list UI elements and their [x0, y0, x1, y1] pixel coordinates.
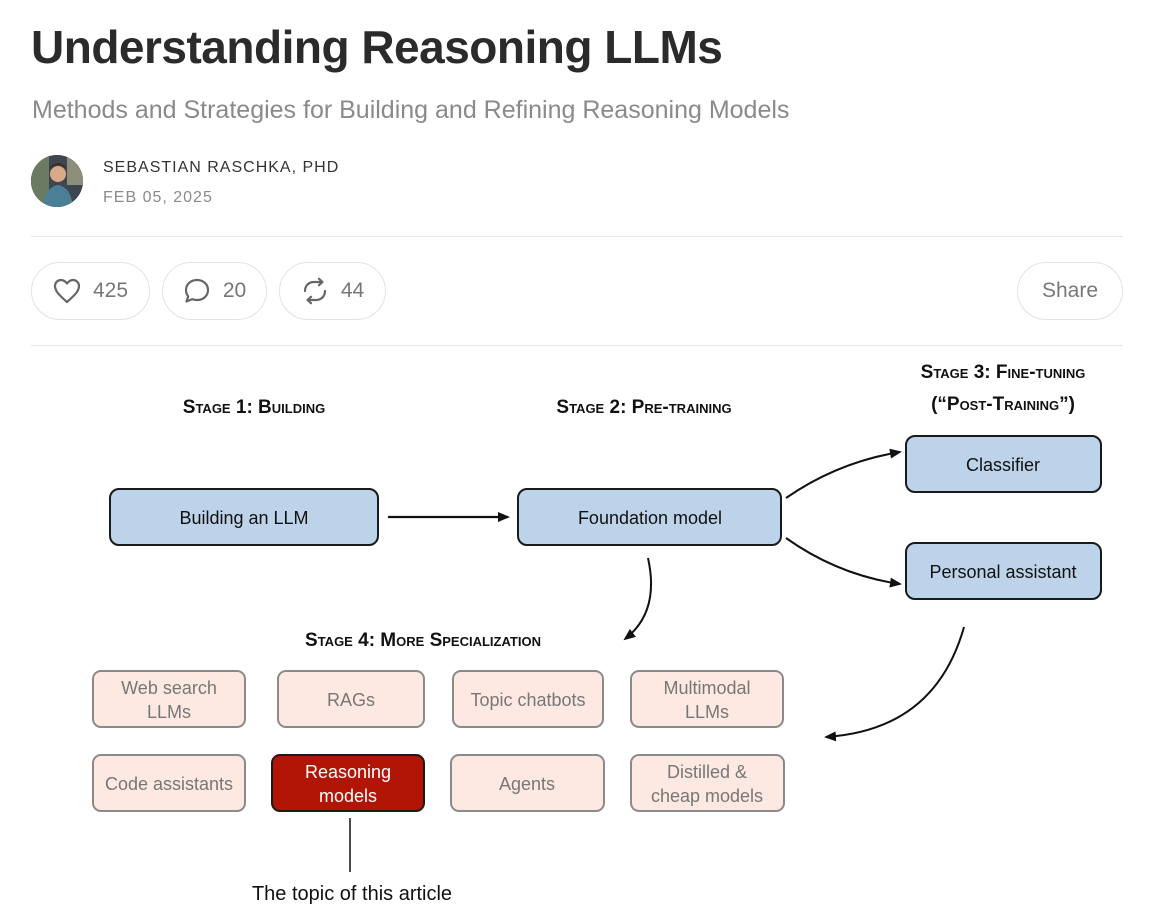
article-subtitle: Methods and Strategies for Building and …	[32, 96, 790, 124]
like-button[interactable]: 425	[31, 262, 150, 320]
comment-button[interactable]: 20	[162, 262, 267, 320]
node-distilled-models: Distilled & cheap models	[630, 754, 785, 812]
node-label: RAGs	[327, 690, 375, 710]
node-building-llm: Building an LLM	[109, 488, 379, 546]
node-agents: Agents	[450, 754, 605, 812]
share-label: Share	[1041, 279, 1099, 302]
node-classifier: Classifier	[905, 435, 1102, 493]
stage3-title: Stage 3: Fine-tuning	[921, 362, 1086, 383]
heart-icon	[53, 278, 81, 304]
node-label: Building an LLM	[179, 508, 308, 528]
restack-icon	[301, 277, 329, 305]
node-label: Multimodal	[663, 678, 750, 698]
divider	[31, 236, 1123, 237]
stage4-title: Stage 4: More Specialization	[305, 630, 541, 651]
node-personal-assistant: Personal assistant	[905, 542, 1102, 600]
arrow-assistant-to-specialization	[824, 626, 965, 742]
avatar-image	[31, 155, 83, 207]
stage1-title: Stage 1: Building	[183, 397, 325, 418]
stage2-title: Stage 2: Pre-training	[556, 397, 731, 418]
node-label: LLMs	[685, 702, 729, 722]
comment-count: 20	[222, 279, 247, 302]
node-code-assistants: Code assistants	[92, 754, 246, 812]
arrow-foundation-to-classifier	[785, 448, 902, 499]
node-label: models	[319, 786, 377, 806]
node-rags: RAGs	[277, 670, 425, 728]
node-reasoning-models: Reasoning models	[271, 754, 425, 812]
diagram-caption: The topic of this article	[252, 883, 452, 905]
node-label: Classifier	[966, 455, 1040, 475]
node-label: Topic chatbots	[470, 690, 585, 710]
author-name[interactable]: SEBASTIAN RASCHKA, PHD	[103, 159, 340, 176]
node-label: Web search	[121, 678, 217, 698]
publish-date: FEB 05, 2025	[103, 189, 213, 206]
stage3-subtitle: (“Post-Training”)	[931, 394, 1075, 415]
node-label: Agents	[499, 774, 555, 794]
node-label: Distilled &	[667, 762, 747, 782]
author-avatar[interactable]	[31, 155, 83, 207]
like-count: 425	[92, 279, 129, 302]
node-label: Foundation model	[578, 508, 722, 528]
node-label: Reasoning	[305, 762, 391, 782]
node-topic-chatbots: Topic chatbots	[452, 670, 604, 728]
node-label: Personal assistant	[929, 562, 1076, 582]
article-title: Understanding Reasoning LLMs	[31, 21, 723, 73]
node-multimodal-llms: Multimodal LLMs	[630, 670, 784, 728]
llm-stages-diagram: Stage 1: Building Stage 2: Pre-training …	[92, 362, 1102, 905]
arrow-foundation-to-specialization	[623, 557, 652, 641]
node-label: LLMs	[147, 702, 191, 722]
node-label: Code assistants	[105, 774, 233, 794]
divider	[31, 345, 1123, 346]
arrow-foundation-to-assistant	[785, 537, 902, 588]
restack-count: 44	[340, 279, 365, 302]
restack-button[interactable]: 44	[279, 262, 386, 320]
comment-icon	[183, 277, 211, 305]
node-label: cheap models	[651, 786, 763, 806]
share-button[interactable]: Share	[1017, 262, 1123, 320]
node-foundation-model: Foundation model	[517, 488, 782, 546]
node-web-search-llms: Web search LLMs	[92, 670, 246, 728]
